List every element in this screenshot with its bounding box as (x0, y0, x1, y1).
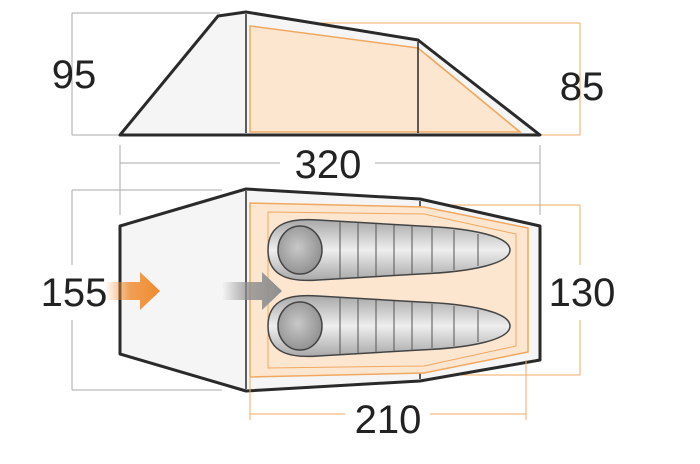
total-width-label: 155 (41, 271, 108, 315)
top-view: 155 130 (41, 187, 616, 393)
total-width-lines (71, 189, 222, 391)
rear-height-lines (71, 12, 220, 136)
arrow-right-icon (222, 272, 282, 310)
arrow-right-icon (105, 272, 160, 310)
sleeping-bag-head (277, 301, 323, 351)
rear-height-label: 95 (52, 53, 97, 97)
sleeping-bag-head (277, 225, 323, 275)
sleeping-bag-1 (267, 218, 511, 282)
total-length-label: 320 (295, 143, 362, 187)
inner-width-label: 130 (549, 271, 616, 315)
inner-length-dimension: 210 (249, 360, 527, 442)
inner-length-label: 210 (355, 398, 422, 442)
total-length-dimension: 320 (119, 143, 541, 215)
front-height-label: 85 (560, 65, 605, 109)
side-view: 95 85 (52, 10, 605, 137)
inner-width-lines (430, 204, 581, 376)
sleeping-bag-2 (267, 294, 511, 358)
